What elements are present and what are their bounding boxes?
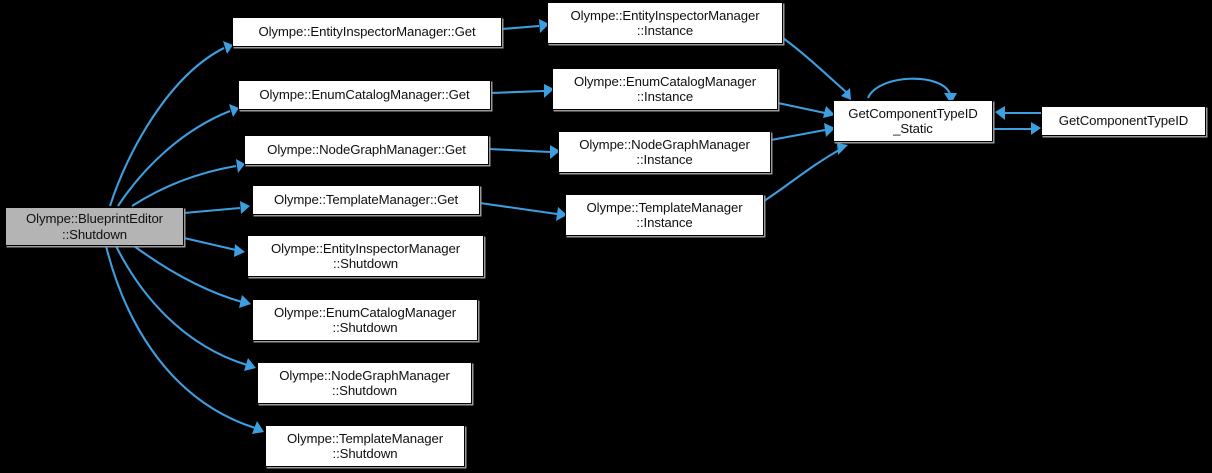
edge-nodegraphmanager-get-to-instance bbox=[488, 145, 560, 159]
node-entityinspectormanager-instance[interactable]: Olympe::EntityInspectorManager ::Instanc… bbox=[547, 2, 783, 44]
node-getcomponenttypeid-static[interactable]: GetComponentTypeID _Static bbox=[833, 100, 993, 142]
edge-getcomponenttypeid-to-getcomponenttypeid-static bbox=[995, 106, 1041, 120]
edge-root-to-entityinspectormanager-shutdown bbox=[183, 236, 245, 257]
node-entityinspectormanager-get[interactable]: Olympe::EntityInspectorManager::Get bbox=[232, 17, 502, 47]
edge-root-to-nodegraphmanager-shutdown bbox=[115, 245, 256, 371]
edge-root-to-entityinspectormanager-get bbox=[109, 41, 233, 207]
node-enumcatalogmanager-instance[interactable]: Olympe::EnumCatalogManager ::Instance bbox=[552, 68, 778, 110]
edge-entityinspectormanager-get-to-instance bbox=[501, 19, 549, 33]
edge-getcomponenttypeid-static-self-loop bbox=[867, 77, 957, 104]
node-nodegraphmanager-get[interactable]: Olympe::NodeGraphManager::Get bbox=[244, 135, 489, 165]
edge-root-to-enumcatalogmanager-shutdown bbox=[133, 245, 251, 308]
node-enumcatalogmanager-shutdown[interactable]: Olympe::EnumCatalogManager ::Shutdown bbox=[252, 299, 478, 341]
edge-root-to-nodegraphmanager-get bbox=[131, 159, 245, 207]
edge-enumcatalogmanager-instance-to-getcomponenttypeid-static bbox=[777, 101, 835, 118]
edge-nodegraphmanager-instance-to-getcomponenttypeid-static bbox=[770, 123, 835, 142]
edge-templatemanager-get-to-instance bbox=[479, 201, 567, 221]
edge-getcomponenttypeid-static-to-getcomponenttypeid bbox=[993, 122, 1041, 135]
node-getcomponenttypeid[interactable]: GetComponentTypeID bbox=[1041, 106, 1206, 136]
node-nodegraphmanager-shutdown[interactable]: Olympe::NodeGraphManager ::Shutdown bbox=[257, 362, 472, 404]
node-enumcatalogmanager-get[interactable]: Olympe::EnumCatalogManager::Get bbox=[238, 80, 491, 110]
edge-root-to-templatemanager-get bbox=[183, 201, 250, 215]
edge-templatemanager-instance-to-getcomponenttypeid-static bbox=[763, 143, 848, 202]
node-nodegraphmanager-instance[interactable]: Olympe::NodeGraphManager ::Instance bbox=[558, 131, 771, 173]
node-templatemanager-shutdown[interactable]: Olympe::TemplateManager ::Shutdown bbox=[265, 425, 465, 467]
edge-root-to-templatemanager-shutdown bbox=[104, 245, 264, 434]
node-templatemanager-instance[interactable]: Olympe::TemplateManager ::Instance bbox=[565, 194, 764, 236]
edge-entityinspectormanager-instance-to-getcomponenttypeid-static bbox=[782, 37, 851, 100]
edge-root-to-enumcatalogmanager-get bbox=[117, 104, 239, 207]
node-templatemanager-get[interactable]: Olympe::TemplateManager::Get bbox=[252, 185, 480, 215]
node-entityinspectormanager-shutdown[interactable]: Olympe::EntityInspectorManager ::Shutdow… bbox=[247, 235, 484, 277]
node-blueprinteditor-shutdown[interactable]: Olympe::BlueprintEditor ::Shutdown bbox=[5, 207, 184, 246]
edge-enumcatalogmanager-get-to-instance bbox=[490, 84, 554, 98]
